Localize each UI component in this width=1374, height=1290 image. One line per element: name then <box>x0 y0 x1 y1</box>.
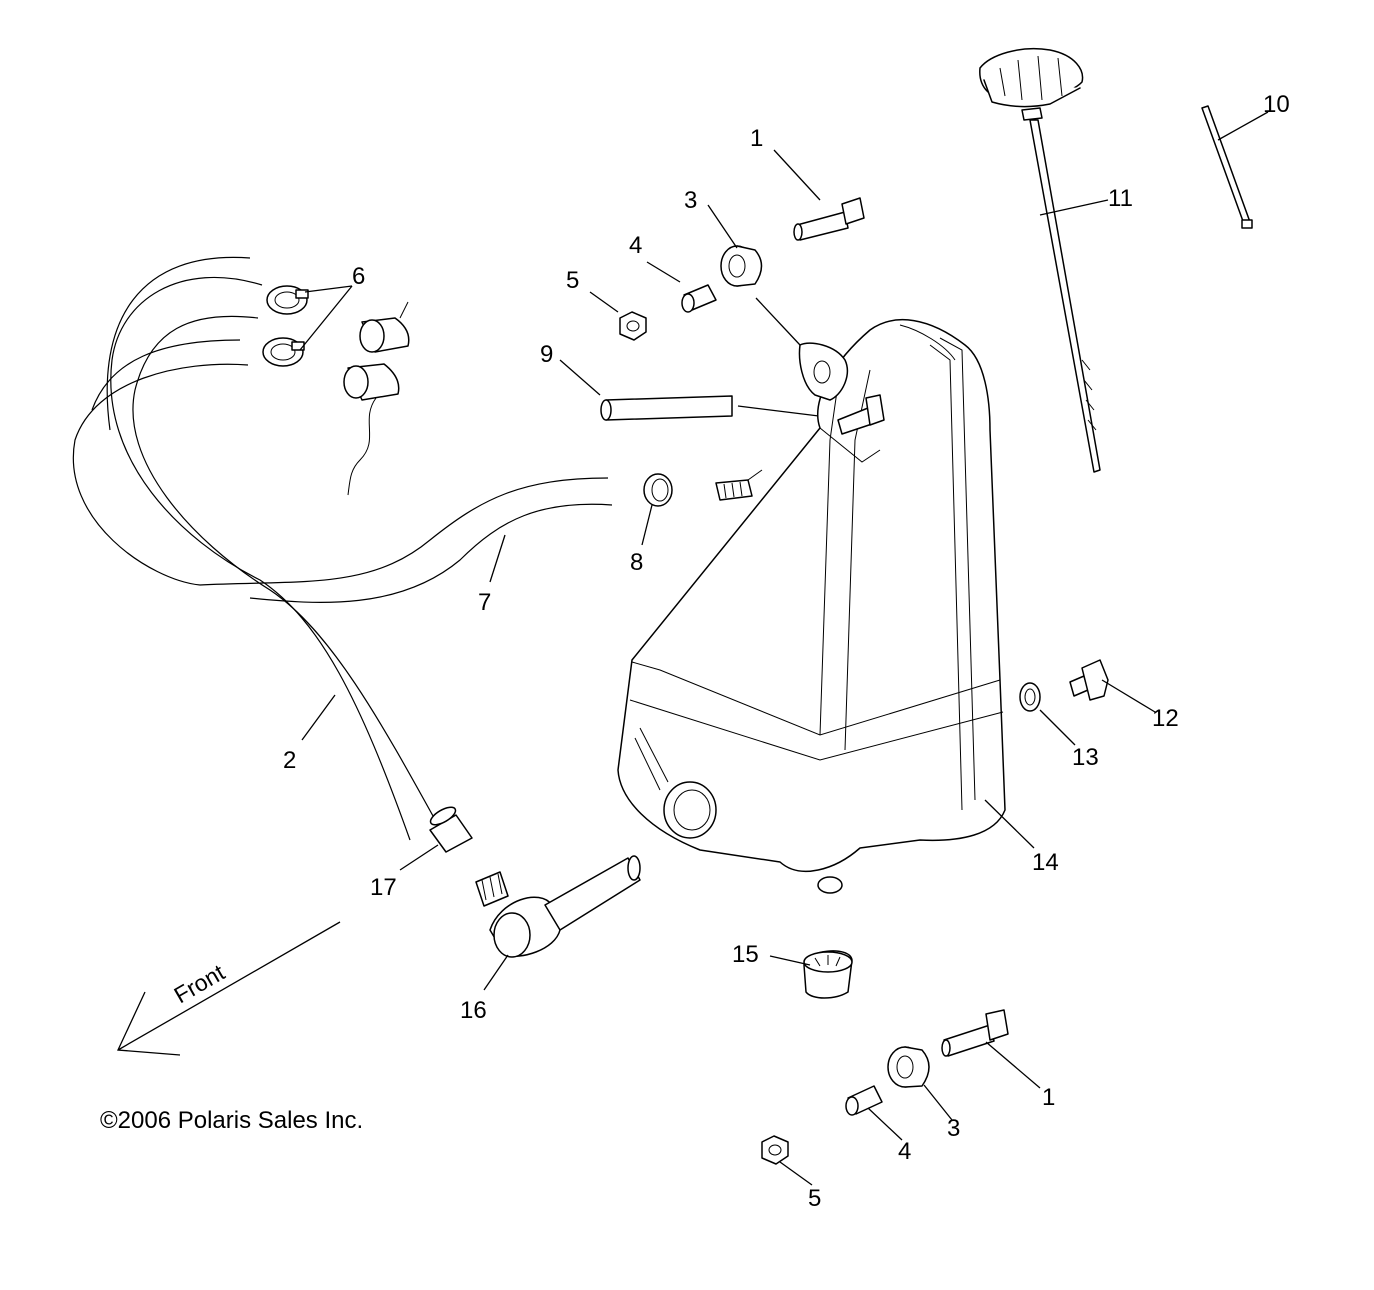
hose-7 <box>199 477 613 603</box>
bushing-4-top <box>681 284 717 313</box>
clamp-6-upper <box>266 285 309 315</box>
bolt-1-top <box>793 197 865 241</box>
callout-5-bottom: 5 <box>808 1185 821 1212</box>
callout-6: 6 <box>352 263 365 290</box>
tube-9 <box>600 395 836 421</box>
dipstick-11 <box>979 48 1101 473</box>
plug-15 <box>803 950 853 999</box>
grommet-3-top <box>720 245 763 287</box>
front-direction-arrow <box>117 921 341 1056</box>
front-label: Front <box>170 959 230 1009</box>
drain-plug-12 <box>1069 659 1109 701</box>
callout-5-top: 5 <box>566 267 579 294</box>
callout-17: 17 <box>370 874 397 901</box>
callout-1-top: 1 <box>750 125 763 152</box>
fitting-upper <box>359 301 410 353</box>
callout-10: 10 <box>1263 91 1290 118</box>
callout-3-bottom: 3 <box>947 1115 960 1142</box>
callout-15: 15 <box>732 941 759 968</box>
nut-5-bottom <box>761 1135 789 1165</box>
callout-4-top: 4 <box>629 232 642 259</box>
barb-fitting <box>715 469 763 501</box>
callout-13: 13 <box>1072 744 1099 771</box>
leader-lines <box>299 111 1269 1186</box>
clamp-8 <box>643 473 673 507</box>
callout-12: 12 <box>1152 705 1179 732</box>
bushing-17 <box>429 806 473 853</box>
bolt-1-bottom <box>941 1009 1009 1057</box>
copyright-text: ©2006 Polaris Sales Inc. <box>100 1107 363 1134</box>
fitting-lower <box>343 363 400 496</box>
elbow-fitting-16 <box>475 855 641 958</box>
bushing-4-bottom <box>845 1085 883 1116</box>
callout-labels: 1 3 4 5 6 9 8 7 2 17 16 15 10 11 12 13 1… <box>283 91 1290 1212</box>
callout-11: 11 <box>1108 185 1133 212</box>
callout-4-bottom: 4 <box>898 1138 911 1165</box>
grommet-3-bottom <box>887 1046 930 1088</box>
washer-13 <box>1019 682 1041 712</box>
oil-tank-14 <box>617 318 1006 894</box>
clamp-6-lower <box>262 337 305 367</box>
cable-tie-10 <box>1201 105 1253 229</box>
hose-assembly <box>72 256 439 841</box>
nut-5-top <box>619 311 647 341</box>
callout-3-top: 3 <box>684 187 697 214</box>
callout-9: 9 <box>540 341 553 368</box>
callout-2: 2 <box>283 747 296 774</box>
callout-14: 14 <box>1032 849 1059 876</box>
callout-7: 7 <box>478 589 491 616</box>
callout-16: 16 <box>460 997 487 1024</box>
callout-1-bottom: 1 <box>1042 1084 1055 1111</box>
callout-8: 8 <box>630 549 643 576</box>
